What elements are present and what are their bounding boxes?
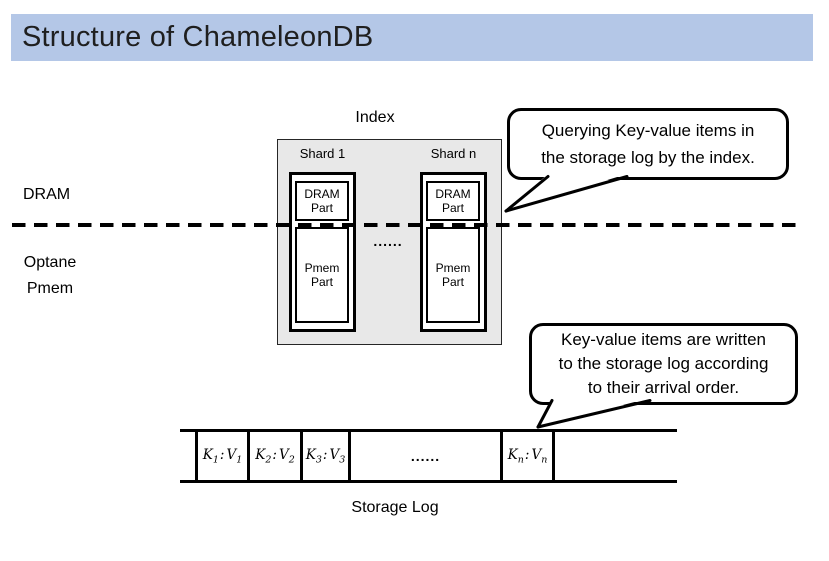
log-cell-k1v1: K1:V1 <box>198 432 247 480</box>
log-cell-k2v2-text: K2:V2 <box>255 446 295 466</box>
log-divider <box>348 432 351 480</box>
storage-log: K1:V1 K2:V2 K3:V3 ...... Kn:Vn <box>180 429 677 483</box>
log-divider <box>247 432 250 480</box>
log-cell-k3v3-text: K3:V3 <box>305 446 346 466</box>
dram-tier-label: DRAM <box>23 186 71 203</box>
log-cell-ellipsis: ...... <box>351 432 500 480</box>
log-divider <box>500 432 503 480</box>
shard-n-dram-part: DRAM Part <box>426 181 480 221</box>
callout-writing-line2: to the storage log according <box>558 354 769 373</box>
shard-1-pmem-part: Pmem Part <box>295 227 349 323</box>
shard-1-dram-part: DRAM Part <box>295 181 349 221</box>
slide-title: Structure of ChameleonDB <box>22 21 374 53</box>
callout-writing: Key-value items are written to the stora… <box>529 323 798 405</box>
callout-querying: Querying Key-value items in the storage … <box>507 108 789 180</box>
shards-ellipsis: ...... <box>373 233 403 249</box>
storage-log-label: Storage Log <box>351 499 439 516</box>
callout-querying-line1: Querying Key-value items in <box>541 121 755 140</box>
shard-1-label: Shard 1 <box>299 146 346 161</box>
optane-label-line2: Pmem <box>26 280 74 297</box>
optane-pmem-tier-label: Optane Pmem <box>10 250 90 302</box>
index-label: Index <box>355 109 395 126</box>
callout-writing-line1: Key-value items are written <box>560 330 767 349</box>
log-divider <box>195 432 198 480</box>
log-divider <box>300 432 303 480</box>
callout-writing-line3: to their arrival order. <box>587 378 740 397</box>
log-ellipsis-text: ...... <box>410 448 441 464</box>
callout-querying-line2: the storage log by the index. <box>541 148 755 167</box>
log-cell-k1v1-text: K1:V1 <box>202 446 243 466</box>
log-divider <box>552 432 555 480</box>
shard-n-pmem-part: Pmem Part <box>426 227 480 323</box>
log-cell-k3v3: K3:V3 <box>303 432 348 480</box>
log-cell-knvn: Kn:Vn <box>503 432 552 480</box>
optane-label-line1: Optane <box>23 254 77 271</box>
slide-title-bar: Structure of ChameleonDB <box>11 14 813 61</box>
log-cell-k2v2: K2:V2 <box>250 432 300 480</box>
shard-n-label: Shard n <box>430 146 477 161</box>
log-cell-knvn-text: Kn:Vn <box>507 446 548 466</box>
